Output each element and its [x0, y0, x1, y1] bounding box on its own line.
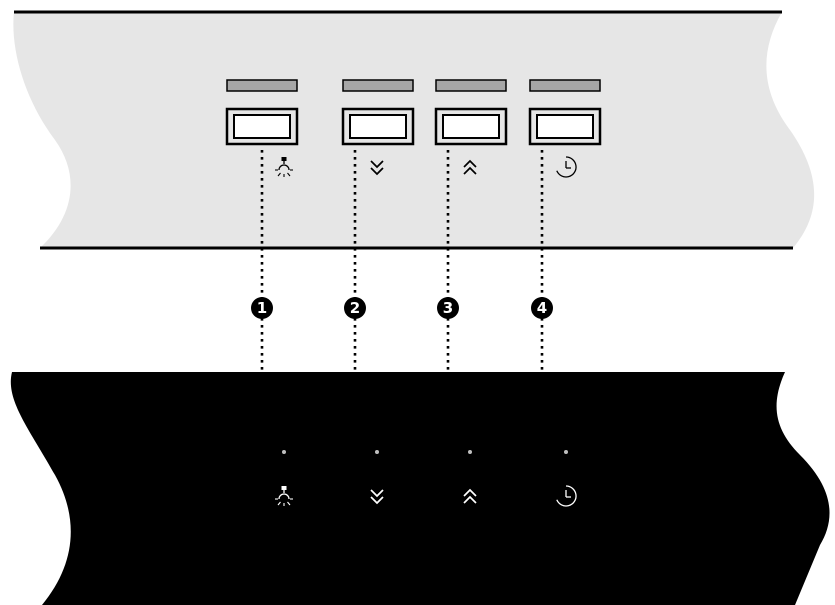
indicator-strip	[343, 80, 413, 91]
timer-button[interactable]	[530, 109, 600, 144]
callout-2-number: 2	[350, 299, 360, 317]
indicator-strip	[530, 80, 600, 91]
led-dot	[375, 450, 379, 454]
speed-up-button[interactable]	[436, 109, 506, 144]
led-dot	[282, 450, 286, 454]
led-dot	[564, 450, 568, 454]
callout-3-number: 3	[443, 299, 453, 317]
callout-4-number: 4	[537, 299, 547, 317]
callout-1-number: 1	[257, 299, 267, 317]
indicator-strip	[227, 80, 297, 91]
led-dot	[468, 450, 472, 454]
speed-down-button[interactable]	[343, 109, 413, 144]
light-button[interactable]	[227, 109, 297, 144]
lower-panel	[11, 372, 830, 605]
indicator-strip	[436, 80, 506, 91]
